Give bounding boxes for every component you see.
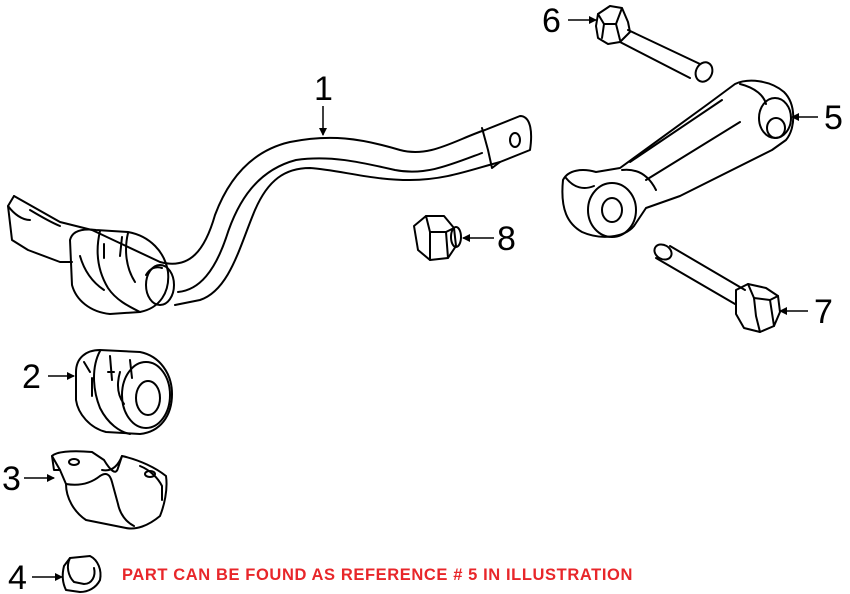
bolt-upper[interactable] [596, 6, 715, 84]
bushing[interactable] [76, 350, 172, 434]
callout-1: 1 [314, 70, 333, 108]
nut[interactable] [414, 216, 461, 260]
small-bushing[interactable] [63, 556, 101, 592]
stabilizer-link[interactable] [562, 81, 793, 237]
bolt-lower[interactable] [652, 241, 780, 332]
callout-4: 4 [8, 559, 27, 594]
bushing-bracket[interactable] [52, 451, 167, 528]
callout-8: 8 [497, 220, 516, 258]
leader-arrows [24, 16, 818, 581]
reference-notice: PART CAN BE FOUND AS REFERENCE # 5 IN IL… [122, 566, 633, 584]
callout-6: 6 [542, 2, 561, 40]
callout-7: 7 [814, 293, 833, 331]
callout-3: 3 [2, 460, 21, 498]
callout-5: 5 [824, 99, 843, 137]
stabilizer-bar[interactable] [8, 116, 531, 314]
callout-2: 2 [22, 358, 41, 396]
